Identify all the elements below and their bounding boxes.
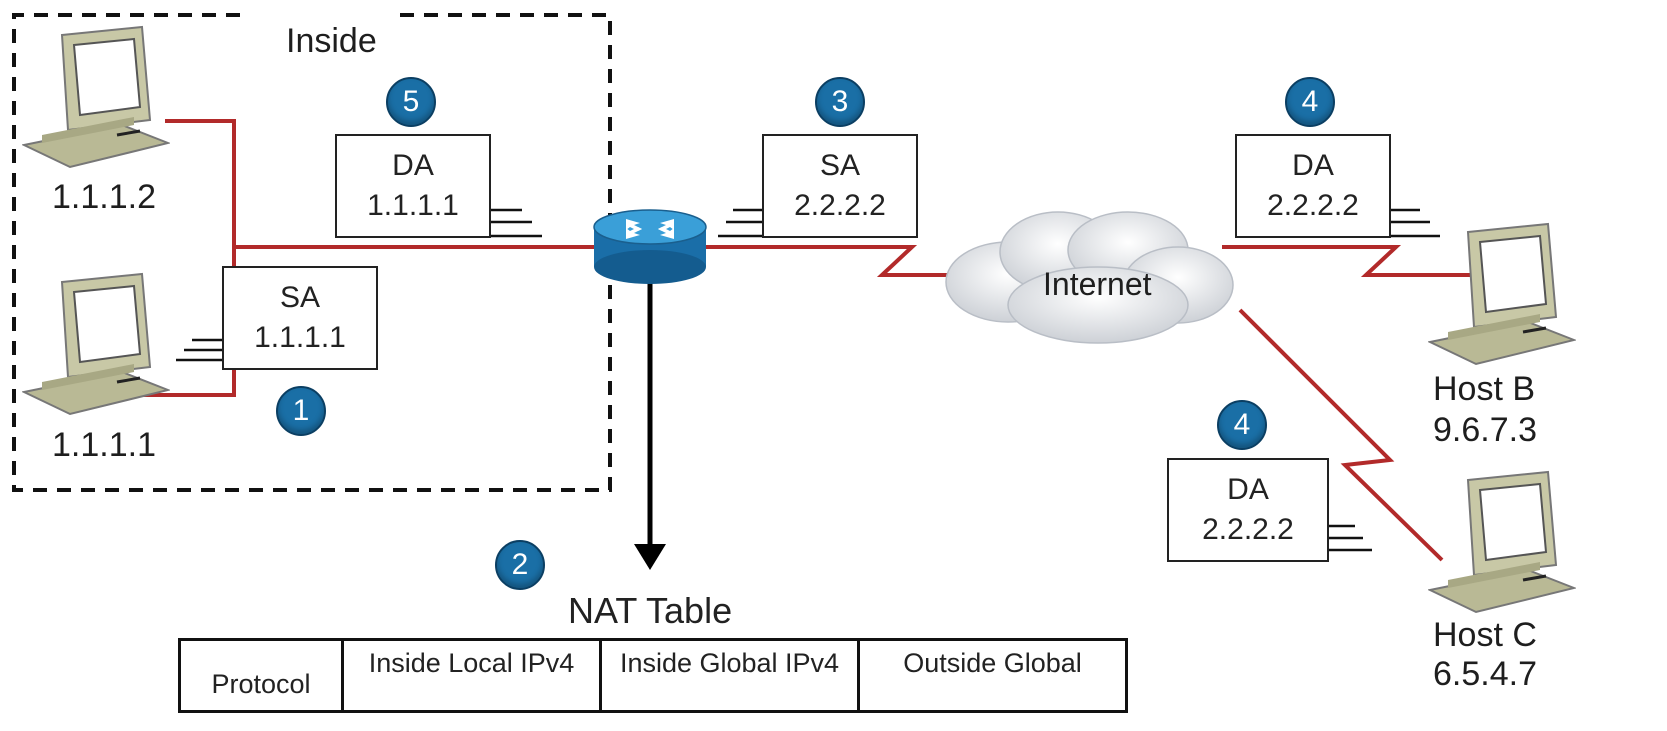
packet-4b-addr: 2.2.2.2 — [1202, 513, 1294, 546]
packet-1-field: SA — [279, 280, 321, 314]
hostC-name: Host C — [1433, 616, 1537, 654]
hostB-ip: 9.6.7.3 — [1433, 411, 1537, 449]
nat-table-header-row: Protocol Inside Local IPv4 Inside Global… — [178, 638, 1128, 713]
packet-motion-lines — [176, 208, 1440, 552]
step-2-badge: 2 — [495, 540, 545, 590]
nat-col-inside-global: Inside Global IPv4 — [599, 638, 860, 713]
router-icon — [593, 209, 707, 284]
packet-4a: DA 2.2.2.2 — [1235, 134, 1391, 238]
packet-5-addr: 1.1.1.1 — [367, 189, 459, 222]
step-3-badge: 3 — [815, 77, 865, 127]
link-internet-hostB — [1222, 245, 1475, 277]
packet-4b-field: DA — [1227, 472, 1269, 506]
host2-ip: 1.1.1.1 — [52, 426, 156, 464]
link-router-internet — [700, 245, 948, 277]
packet-5: DA 1.1.1.1 — [335, 134, 491, 238]
packet-4a-field: DA — [1292, 148, 1334, 182]
host1-ip: 1.1.1.2 — [52, 178, 156, 216]
hostC-ip: 6.5.4.7 — [1433, 655, 1537, 693]
nat-col-outside-global: Outside Global — [857, 638, 1128, 713]
inside-label: Inside — [286, 22, 377, 60]
hostB-name: Host B — [1433, 370, 1536, 408]
inside-boundary — [12, 13, 612, 492]
packet-3-addr: 2.2.2.2 — [794, 189, 886, 222]
packet-4a-addr: 2.2.2.2 — [1267, 189, 1359, 222]
packet-1: SA 1.1.1.1 — [222, 266, 378, 370]
nat-table-title: NAT Table — [568, 590, 733, 631]
packet-1-addr: 1.1.1.1 — [254, 321, 346, 354]
packet-3: SA 2.2.2.2 — [762, 134, 918, 238]
step-5-badge: 5 — [386, 77, 436, 127]
step-4b-badge: 4 — [1217, 400, 1267, 450]
nat-col-inside-local: Inside Local IPv4 — [341, 638, 602, 713]
packet-4b: DA 2.2.2.2 — [1167, 458, 1329, 562]
cloud-icon — [945, 211, 1234, 344]
link-internet-hostC — [1238, 308, 1444, 562]
host2-computer-icon — [22, 272, 170, 416]
internet-label: Internet — [1043, 266, 1152, 302]
nat-arrow-head — [634, 544, 666, 570]
packet-5-field: DA — [392, 148, 434, 182]
hostC-computer-icon — [1428, 470, 1576, 614]
link-host1 — [165, 119, 236, 247]
hostB-computer-icon — [1428, 222, 1576, 366]
host1-computer-icon — [22, 25, 170, 169]
step-4a-badge: 4 — [1285, 77, 1335, 127]
nat-col-protocol: Protocol — [178, 638, 344, 713]
packet-3-field: SA — [819, 148, 861, 182]
nat-table: Protocol Inside Local IPv4 Inside Global… — [178, 638, 1128, 713]
step-1-badge: 1 — [276, 386, 326, 436]
